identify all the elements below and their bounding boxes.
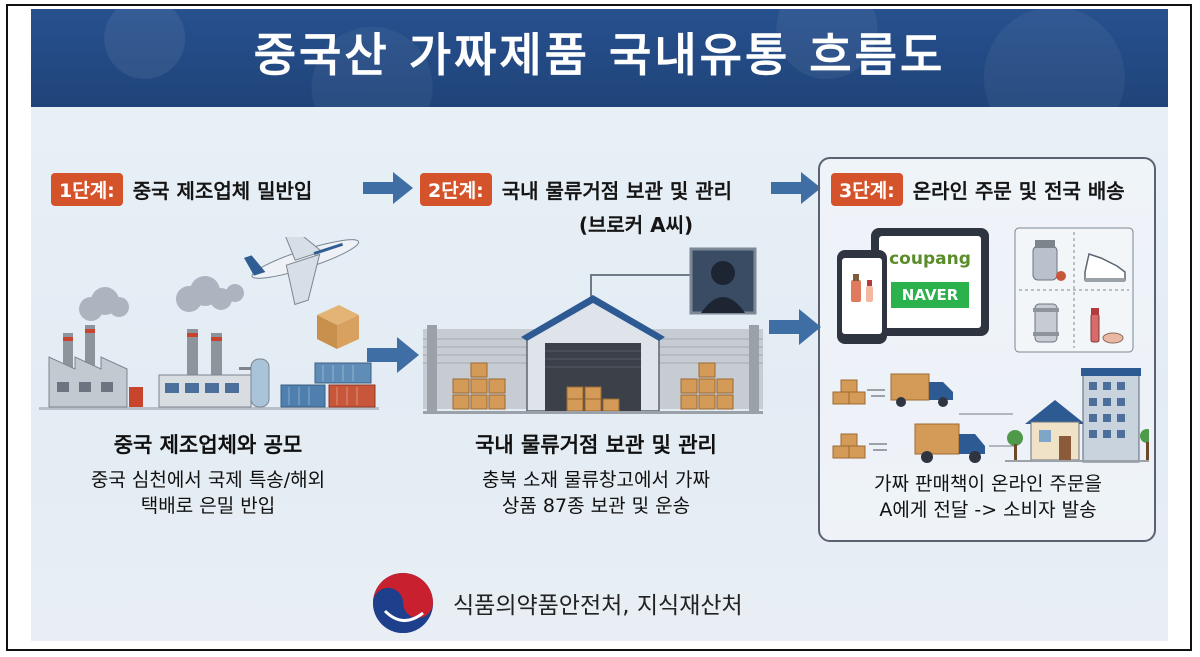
stage-1-heading: 1단계: 중국 제조업체 밀반입: [51, 173, 312, 206]
sneaker-icon: [1084, 253, 1126, 282]
stage-3-caption: 가짜 판매책이 온라인 주문을 A에게 전달 -> 소비자 발송: [823, 471, 1153, 523]
package-box-icon: [452, 362, 734, 412]
online-delivery-illustration: coupang NAVER: [832, 227, 1149, 463]
arrow-right-icon: [367, 337, 419, 373]
arrow-right-icon: [363, 172, 413, 204]
package-box-icon: [832, 379, 866, 459]
stage-3-title: 온라인 주문 및 전국 배송: [912, 179, 1125, 203]
house-icon: [1025, 400, 1085, 461]
stage-3-badge: 3단계:: [831, 173, 903, 206]
cosmetics-icon: [1090, 308, 1124, 344]
naver-logo: [891, 282, 969, 308]
government-emblem-icon: [373, 573, 433, 633]
delivery-truck-icon: [914, 423, 985, 463]
stage-1-badge: 1단계:: [51, 173, 123, 206]
stage-2-subtitle: (브로커 A씨): [578, 213, 694, 237]
broker-avatar-icon: [689, 247, 757, 315]
stage-3-caption-line-2: A에게 전달 -> 소비자 발송: [879, 499, 1097, 521]
infographic-panel: 중국산 가짜제품 국내유통 흐름도 1단계: 중국 제조업체 밀반입 2단계: …: [31, 9, 1168, 641]
stage-1-caption-title: 중국 제조업체와 공모: [113, 433, 303, 457]
stage-1-caption-line-2: 택배로 은밀 반입: [140, 495, 276, 517]
stage-2-caption-title: 국내 물류거점 보관 및 관리: [475, 433, 717, 457]
stage-2-heading: 2단계: 국내 물류거점 보관 및 관리: [420, 173, 732, 206]
stage-1-caption: 중국 제조업체와 공모 중국 심천에서 국제 특송/해외 택배로 은밀 반입: [43, 429, 373, 519]
arrow-right-icon: [771, 172, 821, 204]
canister-icon: [1033, 303, 1059, 343]
stage-3-heading: 3단계: 온라인 주문 및 전국 배송: [831, 173, 1125, 206]
stage-2-caption-line-2: 상품 87종 보관 및 운송: [501, 495, 691, 517]
package-box-icon: [317, 305, 359, 349]
coupang-logo: coupang: [889, 249, 971, 269]
warehouse-illustration: [423, 247, 763, 414]
smartphone-icon: [837, 250, 887, 344]
source-text: 식품의약품안전처, 지식재산처: [453, 593, 743, 619]
arrow-right-icon: [769, 309, 821, 345]
source-credit: 식품의약품안전처, 지식재산처: [371, 571, 743, 635]
stage-2-caption-line-1: 충북 소재 물류창고에서 가짜: [482, 469, 710, 491]
stage-2-caption: 국내 물류거점 보관 및 관리 충북 소재 물류창고에서 가짜 상품 87종 보…: [431, 429, 761, 519]
naver-logo-text: NAVER: [902, 286, 959, 304]
factory-illustration: [39, 237, 379, 410]
title-bar: [31, 9, 1168, 107]
stage-1-title: 중국 제조업체 밀반입: [132, 179, 313, 203]
stage-2-badge: 2단계:: [420, 173, 492, 206]
apartment-building-icon: [1081, 368, 1141, 463]
stage-1-caption-line-1: 중국 심천에서 국제 특송/해외: [90, 469, 326, 491]
delivery-truck-icon: [890, 373, 953, 407]
supplement-bottle-icon: [1032, 240, 1066, 281]
stage-3-caption-line-1: 가짜 판매책이 온라인 주문을: [874, 473, 1102, 495]
factory-icon: [158, 329, 270, 408]
page-title: 중국산 가짜제품 국내유통 흐름도: [253, 28, 946, 82]
tree-icon: [1007, 429, 1149, 460]
airplane-icon: [243, 237, 360, 306]
shipping-container-icon: [280, 362, 376, 408]
factory-icon: [48, 325, 143, 408]
stage-2-title: 국내 물류거점 보관 및 관리: [501, 179, 733, 203]
